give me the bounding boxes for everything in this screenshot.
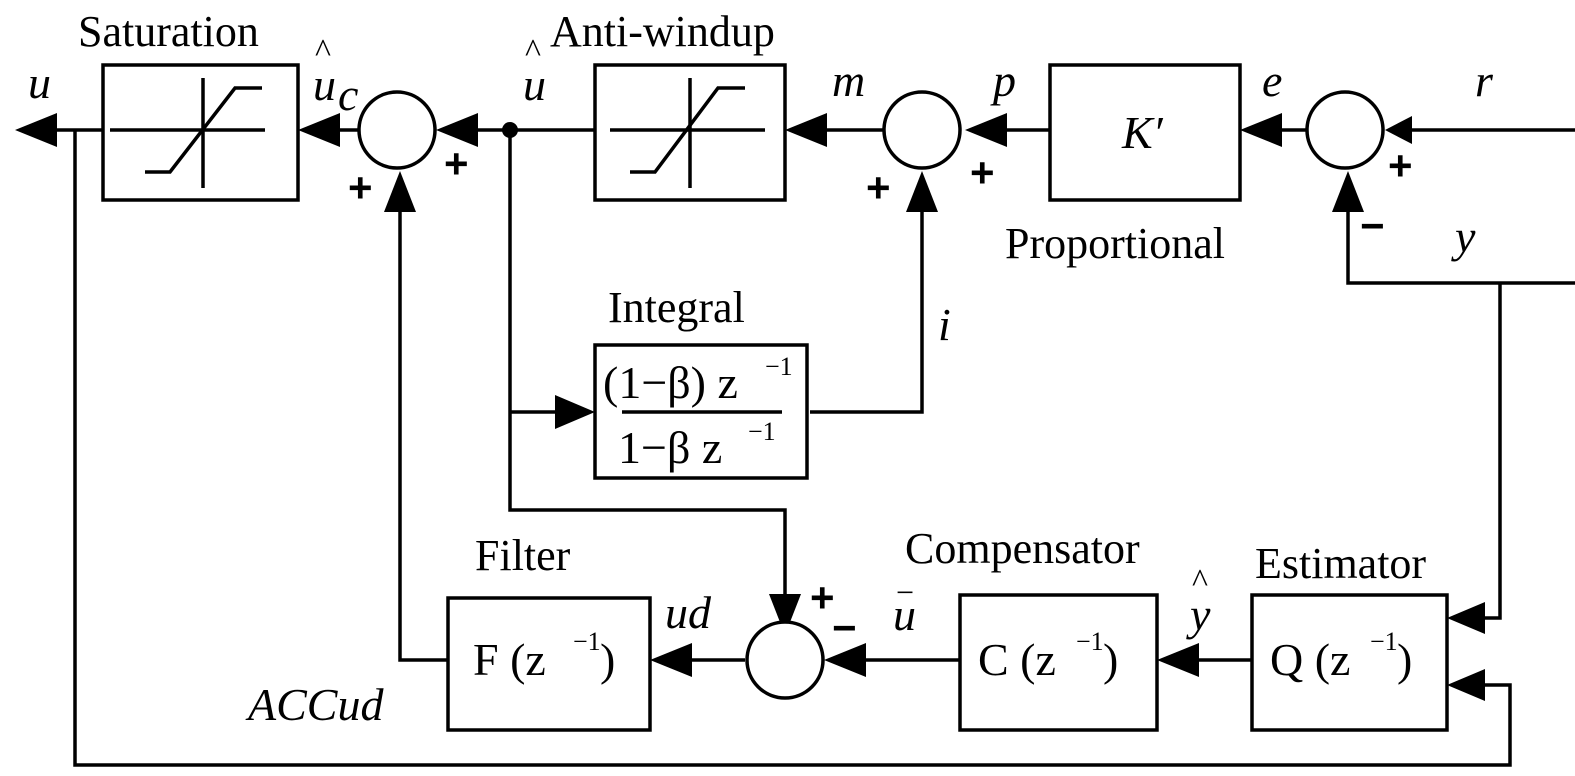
signal-wires	[55, 122, 1575, 767]
integral-denominator: 1−β z	[618, 422, 722, 473]
integral-block: (1−β) z −1 1−β z −1	[593, 343, 809, 480]
signal-e: e	[1262, 55, 1282, 106]
sum-junction-output	[357, 90, 437, 170]
compensator-close-paren: )	[1103, 634, 1118, 685]
integral-numerator: (1−β) z	[603, 357, 738, 408]
estimator-transfer-function: Q (z	[1270, 634, 1350, 685]
branch-junction-dot	[502, 122, 518, 138]
estimator-close-paren: )	[1397, 634, 1412, 685]
compensator-exponent: −1	[1076, 627, 1104, 656]
wire-u-feedback	[73, 130, 1512, 767]
signal-u-bar-bar: −	[896, 574, 914, 610]
estimator-exponent: −1	[1370, 627, 1398, 656]
saturation-block	[101, 63, 300, 202]
sign-plus-output-right: +	[444, 140, 469, 187]
sum-junction-error	[1305, 90, 1385, 170]
sign-plus-output-bottom: +	[348, 164, 373, 211]
estimator-title: Estimator	[1255, 539, 1426, 588]
proportional-title: Proportional	[1005, 219, 1225, 268]
signal-u-hat-c-hat: ^	[315, 33, 331, 70]
sum-junction-pi	[882, 90, 962, 170]
arrowhead-r	[1385, 116, 1412, 144]
signal-i: i	[938, 299, 951, 350]
sign-minus-error-bottom: −	[1360, 202, 1385, 249]
integral-numerator-exponent: −1	[765, 352, 793, 381]
signal-u: u	[28, 57, 51, 108]
estimator-block: Q (z −1 )	[1250, 593, 1449, 732]
signal-r: r	[1475, 55, 1494, 106]
filter-block: F (z −1 )	[446, 596, 652, 732]
arrowhead-u-bar	[824, 643, 866, 677]
signal-y: y	[1451, 211, 1476, 262]
integral-denominator-exponent: −1	[748, 417, 776, 446]
arrowhead-y-minus	[1332, 171, 1364, 212]
arrowhead-m	[785, 113, 827, 147]
signal-u-hat-hat: ^	[525, 33, 541, 70]
signal-y-hat-hat: ^	[1192, 563, 1208, 600]
arrowhead-ud	[650, 643, 692, 677]
arrowhead-integral-in	[555, 395, 595, 429]
sign-plus-pi-bottom: +	[866, 164, 891, 211]
arrowheads	[15, 113, 1485, 701]
proportional-gain: K′	[1121, 107, 1164, 158]
signal-p: p	[990, 55, 1016, 106]
wire-i	[810, 210, 924, 414]
wire-accud	[398, 210, 448, 662]
arrowhead-u-hat-c	[298, 113, 340, 147]
sign-plus-error-right: +	[1388, 142, 1413, 189]
arrowhead-p	[965, 113, 1007, 147]
filter-exponent: −1	[573, 627, 601, 656]
integral-title: Integral	[608, 283, 745, 332]
arrowhead-estimator-y	[1447, 602, 1485, 634]
arrowhead-estimator-u	[1447, 669, 1485, 701]
sum-junction-disturbance	[745, 620, 825, 700]
wire-u-hat-branch	[508, 130, 787, 598]
saturation-title: Saturation	[78, 7, 259, 56]
filter-close-paren: )	[600, 634, 615, 685]
signal-u-hat-c-subscript: c	[338, 69, 358, 120]
arrowhead-u-hat	[436, 113, 478, 147]
sign-plus-disturbance-top: +	[810, 574, 835, 621]
wire-y-to-estimator	[1480, 283, 1502, 620]
signal-m: m	[832, 55, 865, 106]
arrowhead-lower-sum-plus	[769, 594, 801, 635]
arrowhead-accud	[384, 171, 416, 212]
proportional-block: K′	[1048, 63, 1242, 202]
anti-windup-title: Anti-windup	[550, 7, 775, 56]
signal-accud: ACCud	[245, 679, 384, 730]
compensator-title: Compensator	[905, 524, 1140, 573]
sign-plus-pi-right: +	[970, 149, 995, 196]
signal-ud: ud	[665, 587, 712, 638]
signal-u-hat: u	[523, 59, 546, 110]
compensator-block: C (z −1 )	[958, 593, 1159, 732]
compensator-transfer-function: C (z	[978, 634, 1056, 685]
signal-u-hat-c: u	[313, 59, 336, 110]
arrowhead-i	[906, 171, 938, 212]
signal-y-hat: y	[1186, 589, 1211, 640]
anti-windup-block	[593, 63, 787, 202]
signal-u-bar: u	[893, 589, 916, 640]
filter-transfer-function: F (z	[473, 634, 546, 685]
arrowhead-y-hat	[1157, 643, 1199, 677]
arrowhead-e	[1240, 113, 1282, 147]
sign-minus-disturbance-right: −	[832, 604, 857, 651]
arrowhead-u-output	[15, 113, 57, 147]
filter-title: Filter	[475, 531, 571, 580]
